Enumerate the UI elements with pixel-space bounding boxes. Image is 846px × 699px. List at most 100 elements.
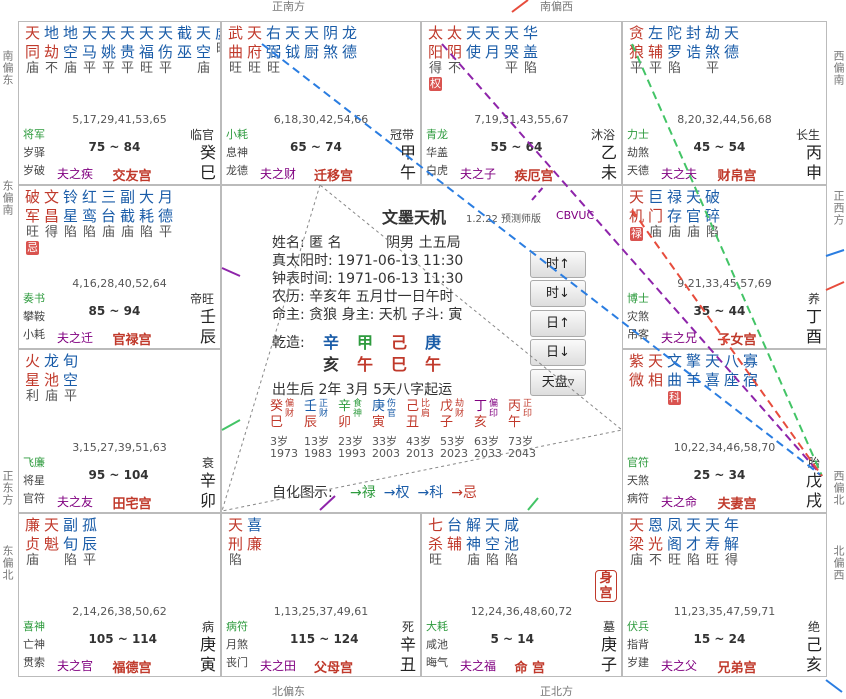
- lunar-date: 农历: 辛亥年 五月廿一日午时: [272, 289, 454, 305]
- palace-age-list: 3,15,27,39,51,63: [72, 441, 167, 454]
- palace-age-range: 55 ~ 64: [490, 140, 543, 154]
- star-char: 天: [119, 24, 135, 42]
- star-char: 天: [284, 24, 300, 42]
- dayun-year: 2023: [440, 447, 468, 460]
- palace-age-list: 6,18,30,42,54,66: [273, 113, 369, 126]
- palace-stars: 武曲旺天府旺右弼旺天钺天厨阴煞龙德: [226, 24, 359, 76]
- hour-down-button[interactable]: 时↓: [530, 280, 586, 307]
- star-char: 辅: [647, 43, 663, 61]
- star-column: 劫煞平: [703, 24, 722, 76]
- star-brightness: 旺: [667, 553, 681, 568]
- palace-age-list: 5,17,29,41,53,65: [72, 113, 167, 126]
- star-char: 天: [303, 24, 319, 42]
- palace-jiangqian-star: 岁破: [23, 164, 45, 177]
- palace-stem: 戊: [805, 471, 822, 490]
- day-up-button[interactable]: 日↑: [530, 310, 586, 337]
- qiyun-line: 出生后 2年 3月 5天八字起运: [272, 382, 453, 398]
- star-brightness: 庙: [25, 61, 39, 76]
- palace-stem: 己: [805, 635, 822, 654]
- star-char: 机: [628, 207, 644, 225]
- palace-si[interactable]: 天同庙地劫不地空庙天马平天姚平天贵平天福旺天伤平截巫天空庙虚旺5,17,29,4…: [18, 21, 221, 185]
- star-column: 火星利: [23, 352, 42, 404]
- palace-age-range: 65 ~ 74: [290, 140, 342, 154]
- star-char: 禄: [666, 188, 682, 206]
- star-column: 天姚平: [99, 24, 118, 76]
- palace-changsheng: 沐浴: [590, 128, 615, 142]
- direction-label: 西偏北: [832, 470, 845, 506]
- star-column: 八座: [722, 352, 741, 405]
- direction-label: 正西方: [832, 190, 845, 226]
- palace-doctor-star: 喜神: [23, 620, 45, 633]
- hour-up-button[interactable]: 时↑: [530, 251, 586, 278]
- palace-age-range: 115 ~ 124: [290, 632, 359, 646]
- star-char: 天: [100, 24, 116, 42]
- palace-inner-label: 夫之兄: [661, 331, 698, 345]
- palace-age-list: 7,19,31,43,55,67: [474, 113, 569, 126]
- star-column: 天伤平: [156, 24, 175, 76]
- dayun-year: 2043: [508, 447, 536, 460]
- palace-suiqian-star: 亡神: [23, 638, 45, 651]
- dayun-god: 正财: [319, 399, 329, 419]
- star-column: 天福旺: [137, 24, 156, 76]
- palace-age-list: 12,24,36,48,60,72: [470, 605, 573, 618]
- star-char: 恩: [647, 516, 663, 534]
- palace-jiangqian-star: 岁建: [627, 656, 649, 669]
- palace-suiqian-star: 将星: [23, 474, 45, 487]
- star-char: 天: [628, 516, 644, 534]
- tianpan-select[interactable]: 天盘▿: [530, 369, 586, 396]
- star-char: 空: [62, 43, 78, 61]
- palace-jiangqian-star: 白虎: [426, 164, 448, 177]
- star-char: 虚: [215, 24, 220, 43]
- star-char: 七: [427, 516, 443, 534]
- star-char: 辰: [81, 535, 97, 553]
- star-column: 七杀旺: [426, 516, 445, 568]
- star-char: 伤: [157, 43, 173, 61]
- pillar-stem: 己: [390, 333, 407, 352]
- star-column: 咸池陷: [502, 516, 521, 568]
- star-column: 左辅平: [646, 24, 665, 76]
- star-brightness: 平: [120, 61, 134, 76]
- star-char: 羊: [685, 371, 701, 389]
- star-char: 旬: [62, 535, 78, 553]
- day-down-button[interactable]: 日↓: [530, 339, 586, 366]
- palace-changsheng: 病: [201, 620, 214, 634]
- star-column: 天相: [646, 352, 665, 405]
- star-char: 贵: [119, 43, 135, 61]
- star-char: 寡: [742, 352, 758, 370]
- star-char: 煞: [704, 43, 720, 61]
- star-brightness: 平: [101, 61, 115, 76]
- star-char: 右: [265, 24, 281, 42]
- palace-branch: 寅: [199, 655, 216, 674]
- star-char: 池: [43, 371, 59, 389]
- palace-changsheng: 长生: [795, 128, 820, 142]
- pillar-branch: 巳: [390, 355, 407, 374]
- palace-changsheng: 绝: [807, 620, 820, 634]
- dayun-god: 食神: [353, 399, 363, 419]
- palace-age-range: 35 ~ 44: [693, 304, 746, 318]
- pillar-branch: 午: [356, 355, 373, 374]
- star-char: 天: [685, 188, 701, 206]
- zihua-label: 自化图示:: [272, 485, 333, 501]
- star-char: 狼: [628, 43, 644, 61]
- palace-doctor-star: 伏兵: [627, 620, 649, 633]
- dayun-stem: 丙: [508, 399, 522, 414]
- dayun-stem: 庚: [372, 399, 386, 414]
- star-char: 天: [195, 24, 211, 42]
- star-brightness: 庙: [667, 225, 681, 240]
- dayun-branch: 子: [440, 415, 454, 430]
- star-char: 月: [484, 43, 500, 61]
- star-char: 天: [685, 516, 701, 534]
- star-char: 德: [341, 43, 357, 61]
